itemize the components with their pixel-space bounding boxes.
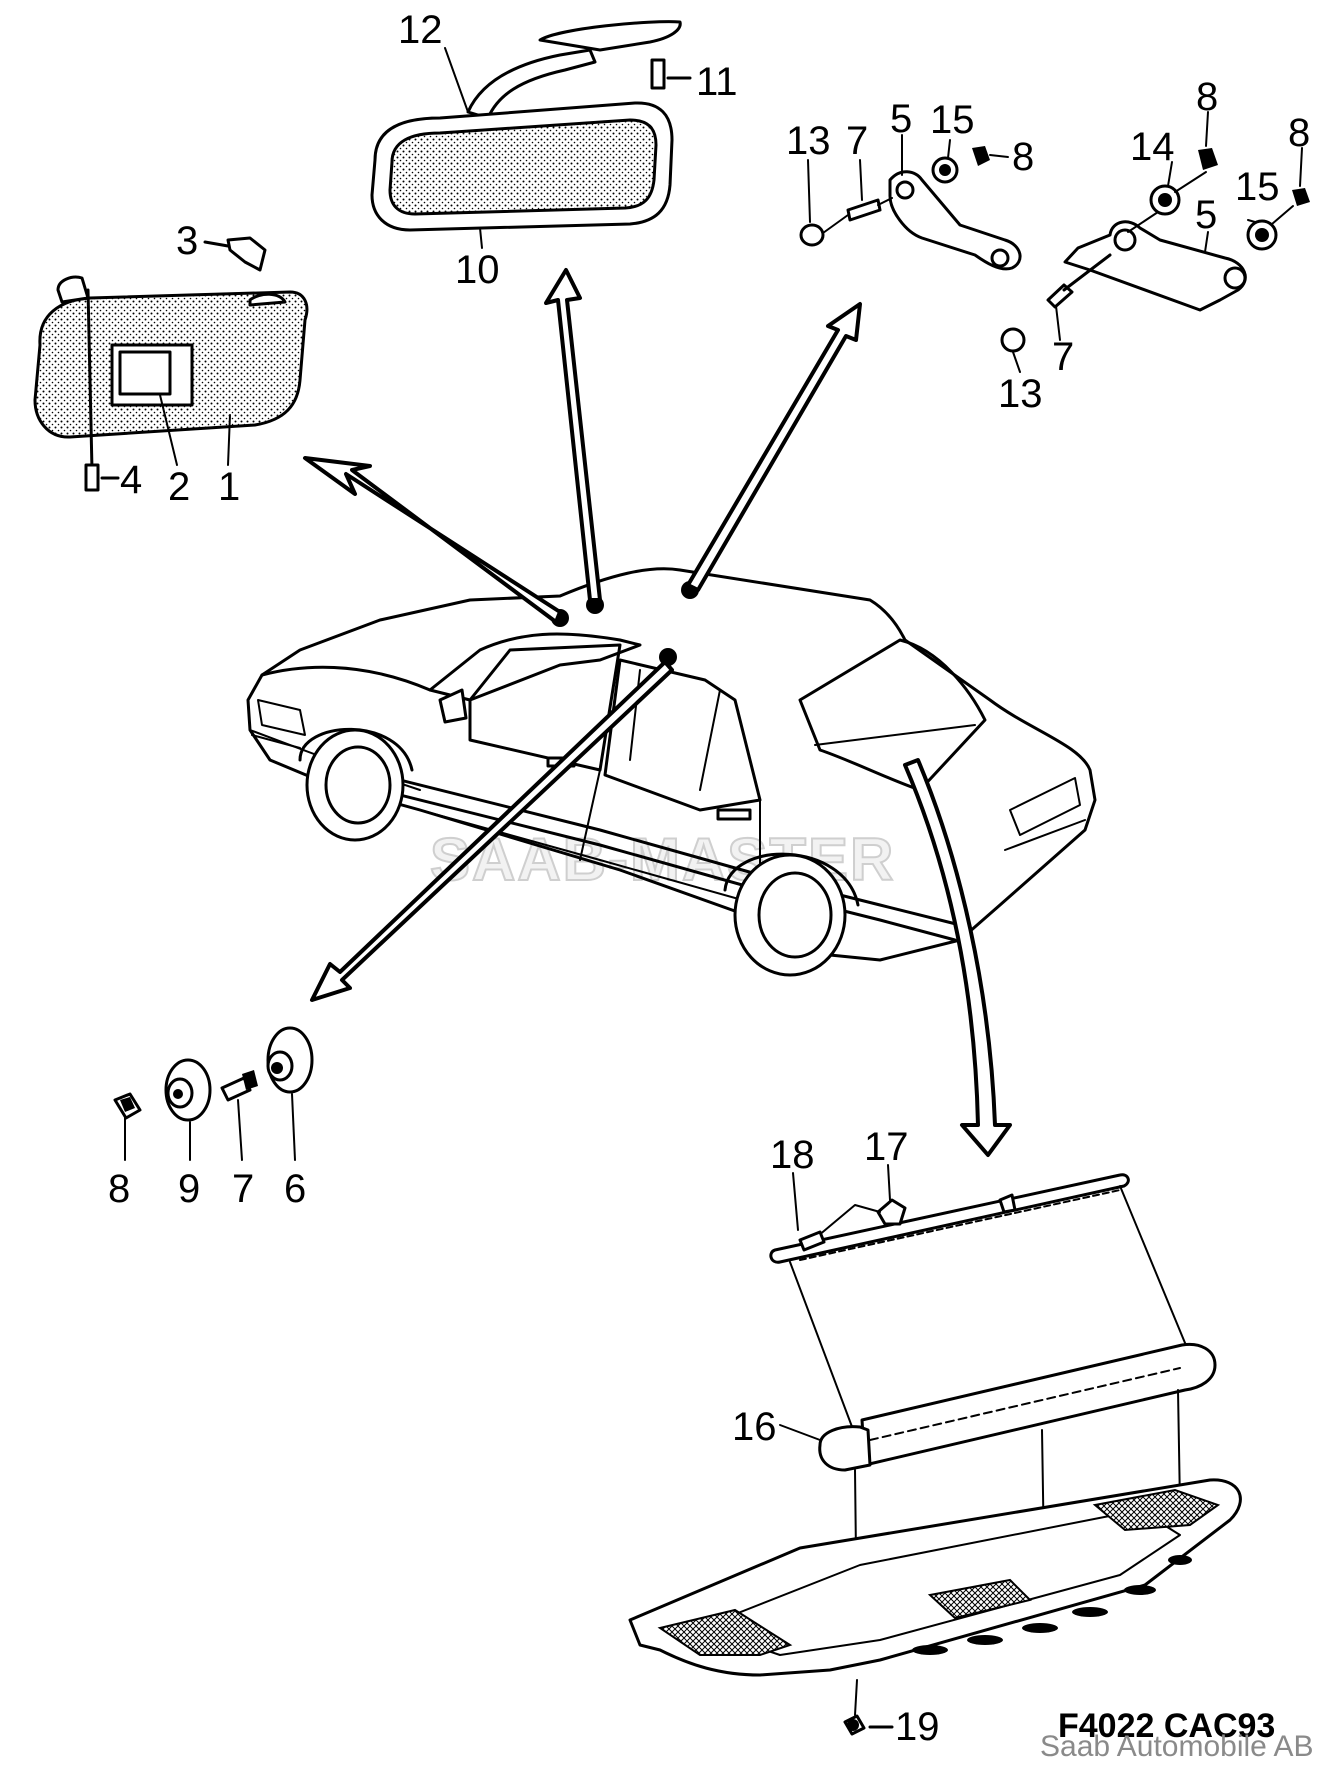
callout-2: 2 (168, 465, 190, 509)
callout-8-a: 8 (1012, 135, 1034, 179)
callout-19: 19 (895, 1705, 940, 1749)
vanity-mirror-glass (118, 350, 172, 396)
callout-13-a: 13 (786, 119, 831, 163)
grab-handle (888, 170, 1022, 271)
callout-10: 10 (455, 248, 500, 292)
parcel-shelf-roller-blind-assembly (628, 1164, 1242, 1736)
nut (1198, 148, 1218, 170)
visor-screw (84, 463, 100, 492)
screw (220, 1076, 252, 1102)
callout-5-b: 5 (1195, 193, 1217, 237)
callout-14: 14 (1130, 125, 1175, 169)
visor-clip (226, 236, 267, 272)
speaker-grille-right (1092, 1488, 1221, 1532)
callout-8-c: 8 (1288, 111, 1310, 155)
roller-cassette (860, 1342, 1217, 1467)
screw (846, 198, 882, 222)
grab-handle-assembly-right (1000, 111, 1310, 373)
callout-6: 6 (284, 1167, 306, 1211)
callout-15-a: 15 (930, 98, 975, 142)
callout-8-b: 8 (1196, 75, 1218, 119)
shelf-vent (927, 1578, 1032, 1620)
mirror-arm (466, 48, 597, 120)
callout-15-b: 15 (1235, 165, 1280, 209)
callout-11: 11 (696, 60, 738, 104)
callout-7-b: 7 (1052, 335, 1074, 379)
callout-8-d: 8 (108, 1167, 130, 1211)
grab-handle-assembly-left (799, 134, 1022, 271)
callout-1: 1 (218, 465, 240, 509)
door-fixing-assembly (113, 1026, 314, 1161)
blind-end-cap (818, 1425, 872, 1472)
mirror-screw (650, 58, 666, 90)
mirror-mount (538, 20, 682, 52)
mirror-glass (388, 118, 658, 216)
nut (1292, 188, 1310, 206)
callout-13-b: 13 (998, 372, 1043, 416)
copyright-text: Saab Automobile AB (1040, 1730, 1314, 1763)
screw (1046, 283, 1074, 309)
drawing-code: F4022 CAC93 (1058, 1707, 1275, 1745)
leader-arrows (303, 268, 1012, 1157)
callout-4: 4 (120, 458, 142, 502)
hook-screw (798, 1230, 826, 1252)
car-body (246, 567, 1097, 977)
callout-18: 18 (770, 1133, 815, 1177)
callout-16: 16 (732, 1405, 777, 1449)
grab-handle (1063, 220, 1247, 312)
sun-visor-assembly (33, 236, 309, 492)
callout-17: 17 (864, 1125, 909, 1169)
callout-12: 12 (398, 8, 443, 52)
callout-9: 9 (178, 1167, 200, 1211)
speaker-grille-left (657, 1608, 793, 1656)
rear-view-mirror-assembly (370, 20, 692, 249)
nut (972, 146, 990, 166)
callout-7-a: 7 (846, 119, 868, 163)
cap (799, 223, 825, 247)
parcel-shelf (628, 1478, 1242, 1677)
cap (1000, 327, 1026, 353)
upper-blind-rod (769, 1173, 1130, 1264)
blind-bracket (876, 1198, 907, 1226)
callout-7-c: 7 (232, 1167, 254, 1211)
callout-5-a: 5 (890, 97, 912, 141)
visor-hinge (56, 275, 90, 304)
callout-3: 3 (176, 219, 198, 263)
